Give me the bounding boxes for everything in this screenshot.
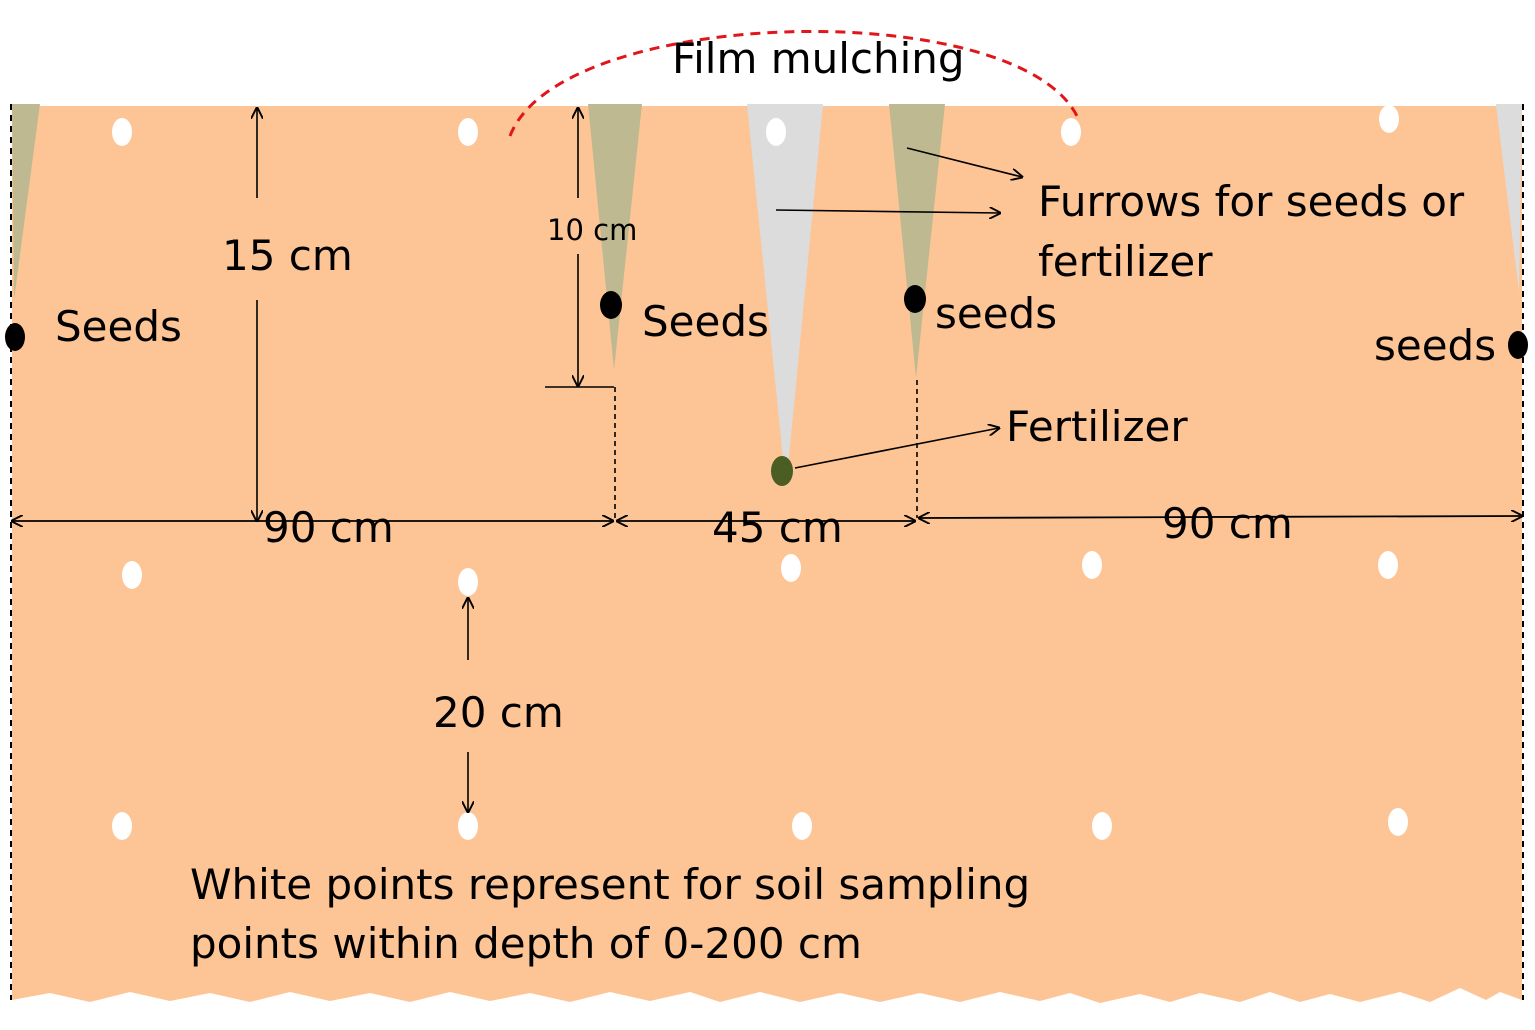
spacing-middle-label: 45 cm: [712, 503, 843, 552]
seeds-label-4: seeds: [1374, 321, 1496, 370]
sampling-point: [458, 118, 478, 146]
seed-dot-2: [600, 291, 622, 319]
note-line-2: points within depth of 0-200 cm: [190, 919, 862, 968]
spacing-left-label: 90 cm: [263, 503, 394, 552]
sampling-point: [792, 812, 812, 840]
sampling-point: [112, 812, 132, 840]
furrow-fertilizer: [747, 104, 823, 488]
sampling-point: [1092, 812, 1112, 840]
furrow-left-edge: [12, 104, 40, 300]
furrow-seed-2: [889, 104, 945, 378]
sampling-point: [1061, 118, 1081, 146]
seed-dot-4: [1508, 331, 1528, 359]
seed-dot-3: [904, 285, 926, 313]
film-mulching-label: Film mulching: [672, 34, 965, 83]
note-line-1: White points represent for soil sampling: [190, 860, 1030, 909]
sampling-point: [112, 118, 132, 146]
fertilizer-pointer: [794, 428, 999, 469]
furrow-pointer-2: [775, 210, 1000, 213]
soil-profile: [12, 106, 1522, 1003]
furrow-pointer-1: [906, 147, 1022, 177]
spacing-right-arrow: [919, 516, 1522, 518]
sampling-point: [781, 554, 801, 582]
depth-15-label: 15 cm: [222, 231, 353, 280]
sample-spacing-label: 20 cm: [433, 688, 564, 737]
fertilizer-label: Fertilizer: [1006, 402, 1188, 451]
seeds-label-2: Seeds: [642, 297, 769, 346]
furrow-seed-1: [588, 104, 642, 370]
sampling-point: [1388, 808, 1408, 836]
seed-dot-1: [5, 323, 25, 351]
sampling-point: [766, 118, 786, 146]
sampling-points: [112, 105, 1408, 840]
furrows-label-line2: fertilizer: [1038, 237, 1213, 286]
sampling-point: [1082, 551, 1102, 579]
sampling-point: [1379, 105, 1399, 133]
sampling-point: [122, 561, 142, 589]
depth-10-label: 10 cm: [547, 213, 637, 247]
spacing-right-label: 90 cm: [1162, 499, 1293, 548]
sampling-point: [458, 812, 478, 840]
film-mulching-line: [508, 29, 1080, 137]
seeds-label-3: seeds: [935, 289, 1057, 338]
seeds-label-1: Seeds: [55, 302, 182, 351]
fertilizer-dot: [771, 456, 793, 486]
furrows-label-line1: Furrows for seeds or: [1038, 177, 1465, 226]
sampling-point: [458, 568, 478, 596]
furrow-right-edge: [1496, 104, 1522, 292]
sampling-point: [1378, 551, 1398, 579]
